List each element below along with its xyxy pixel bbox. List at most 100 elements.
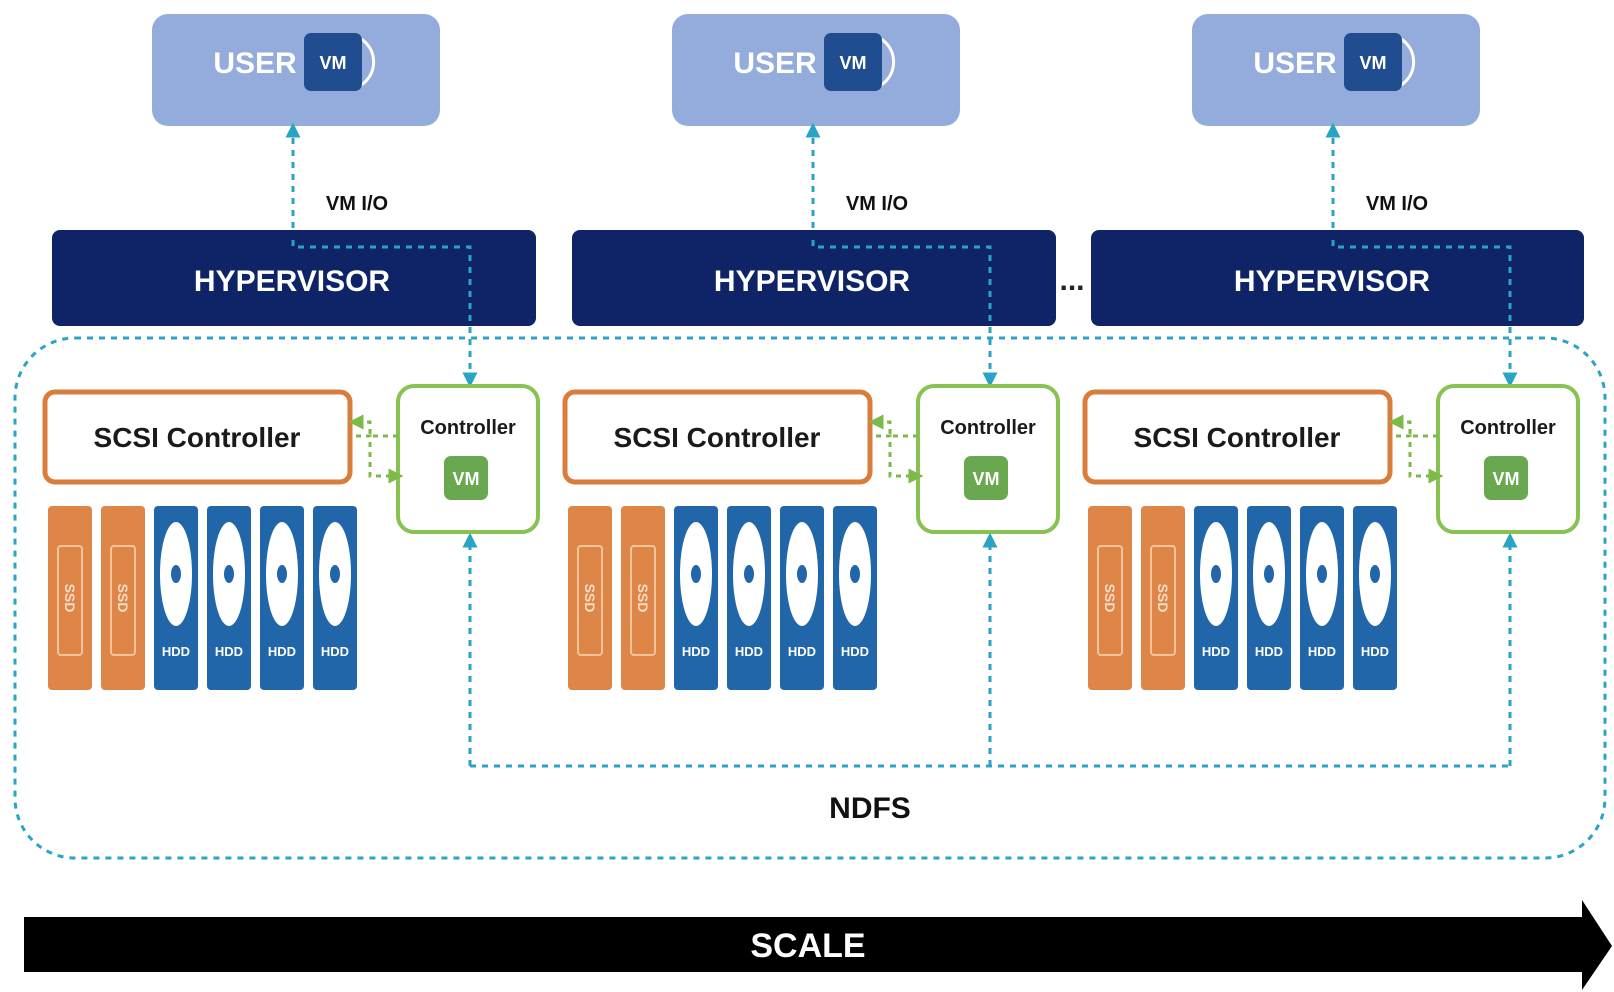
- scsi-to-controller-arrow: [1396, 434, 1444, 484]
- ssd-disk: SSD: [48, 506, 92, 690]
- hdd-disk: HDD: [154, 506, 198, 690]
- controller-vm-icon: VM: [444, 455, 499, 501]
- hdd-hub-icon: [691, 565, 701, 583]
- vm-label: VM: [973, 469, 1000, 489]
- scsi-controller-label: SCSI Controller: [614, 422, 821, 453]
- hdd-disk: HDD: [1300, 506, 1344, 690]
- user-box-bg: [672, 14, 960, 126]
- ssd-label: SSD: [1102, 584, 1118, 613]
- vm-square-icon: [1484, 456, 1528, 500]
- hypervisor-bg: [572, 230, 1056, 326]
- ssd-disk: SSD: [568, 506, 612, 690]
- ssd-label: SSD: [115, 584, 131, 613]
- controller-to-scsi-arrow: [348, 414, 398, 438]
- hdd-hub-icon: [850, 565, 860, 583]
- hdd-label: HDD: [841, 644, 869, 659]
- ndfs-label: NDFS: [829, 792, 911, 825]
- hdd-hub-icon: [797, 565, 807, 583]
- disk-group: SSD SSD HDD HDD HDD HDD: [568, 506, 877, 690]
- controller-to-scsi-arrow: [868, 414, 918, 438]
- vm-square-icon: [304, 33, 362, 91]
- hypervisor-bar: HYPERVISOR: [52, 230, 536, 326]
- hdd-label: HDD: [1308, 644, 1336, 659]
- hdd-disk: HDD: [1194, 506, 1238, 690]
- user-label: USER: [733, 47, 817, 80]
- user-box: USER VM: [672, 14, 960, 126]
- vm-square-icon: [444, 456, 488, 500]
- ssd-disk: SSD: [101, 506, 145, 690]
- user-box: USER VM: [152, 14, 440, 126]
- hdd-disk: HDD: [260, 506, 304, 690]
- vm-io-label: VM I/O: [326, 193, 388, 215]
- hdd-hub-icon: [1211, 565, 1221, 583]
- scsi-to-controller-arrow: [876, 434, 924, 484]
- vm-icon: VM: [1344, 32, 1416, 92]
- controller-label: Controller: [1460, 417, 1556, 439]
- vm-label: VM: [453, 469, 480, 489]
- user-label: USER: [213, 47, 297, 80]
- node-column-2: USER VM VM I/O HYPERVISOR SCSI Controller Con…: [562, 14, 1060, 690]
- hypervisor-label: HYPERVISOR: [1234, 265, 1431, 298]
- hdd-disk: HDD: [780, 506, 824, 690]
- scsi-controller: SCSI Controller: [1082, 389, 1393, 485]
- hdd-disk: HDD: [1353, 506, 1397, 690]
- hdd-hub-icon: [277, 565, 287, 583]
- scsi-controller-box: [562, 389, 873, 485]
- scsi-controller-label: SCSI Controller: [94, 422, 301, 453]
- hypervisor-bg: [1091, 230, 1584, 326]
- hypervisor-label: HYPERVISOR: [194, 265, 391, 298]
- hypervisor-to-controller-path: [811, 240, 998, 388]
- scale-label: SCALE: [750, 927, 865, 965]
- vm-label: VM: [320, 53, 347, 73]
- hdd-hub-icon: [330, 565, 340, 583]
- scsi-controller-box: [1082, 389, 1393, 485]
- ssd-inner-frame: [57, 545, 83, 656]
- vm-io-label: VM I/O: [846, 193, 908, 215]
- vm-label: VM: [1360, 53, 1387, 73]
- hdd-label: HDD: [1202, 644, 1230, 659]
- hypervisor-to-controller-path: [1331, 240, 1518, 388]
- hdd-disk: HDD: [313, 506, 357, 690]
- ssd-label: SSD: [582, 584, 598, 613]
- ssd-disk: SSD: [621, 506, 665, 690]
- hypervisor-to-controller-path: [291, 240, 478, 388]
- user-box-bg: [152, 14, 440, 126]
- ssd-label: SSD: [635, 584, 651, 613]
- hdd-label: HDD: [1361, 644, 1389, 659]
- hdd-label: HDD: [682, 644, 710, 659]
- ssd-disk: SSD: [1141, 506, 1185, 690]
- ssd-inner-frame: [577, 545, 603, 656]
- controller-vm-icon: VM: [1484, 455, 1539, 501]
- controller-label: Controller: [940, 417, 1036, 439]
- hdd-hub-icon: [171, 565, 181, 583]
- user-label: USER: [1253, 47, 1337, 80]
- hypervisor-bar: HYPERVISOR: [572, 230, 1056, 326]
- vm-label: VM: [840, 53, 867, 73]
- hdd-label: HDD: [735, 644, 763, 659]
- node-column-1: USER VM VM I/O HYPERVISOR SCSI Controller Con…: [42, 14, 540, 690]
- hdd-hub-icon: [1264, 565, 1274, 583]
- vm-icon: VM: [824, 32, 896, 92]
- hdd-hub-icon: [744, 565, 754, 583]
- ssd-inner-frame: [1097, 545, 1123, 656]
- ssd-label: SSD: [62, 584, 78, 613]
- vm-square-icon: [824, 33, 882, 91]
- vm-icon: VM: [304, 32, 376, 92]
- hypervisor-label: HYPERVISOR: [714, 265, 911, 298]
- scsi-controller-label: SCSI Controller: [1134, 422, 1341, 453]
- ssd-label: SSD: [1155, 584, 1171, 613]
- scsi-controller: SCSI Controller: [562, 389, 873, 485]
- hdd-disk: HDD: [674, 506, 718, 690]
- ssd-inner-frame: [1150, 545, 1176, 656]
- hdd-label: HDD: [788, 644, 816, 659]
- hdd-label: HDD: [268, 644, 296, 659]
- vm-io-label: VM I/O: [1366, 193, 1428, 215]
- hdd-label: HDD: [162, 644, 190, 659]
- controller-to-scsi-arrow: [1388, 414, 1438, 438]
- controller-vm-icon: VM: [964, 455, 1019, 501]
